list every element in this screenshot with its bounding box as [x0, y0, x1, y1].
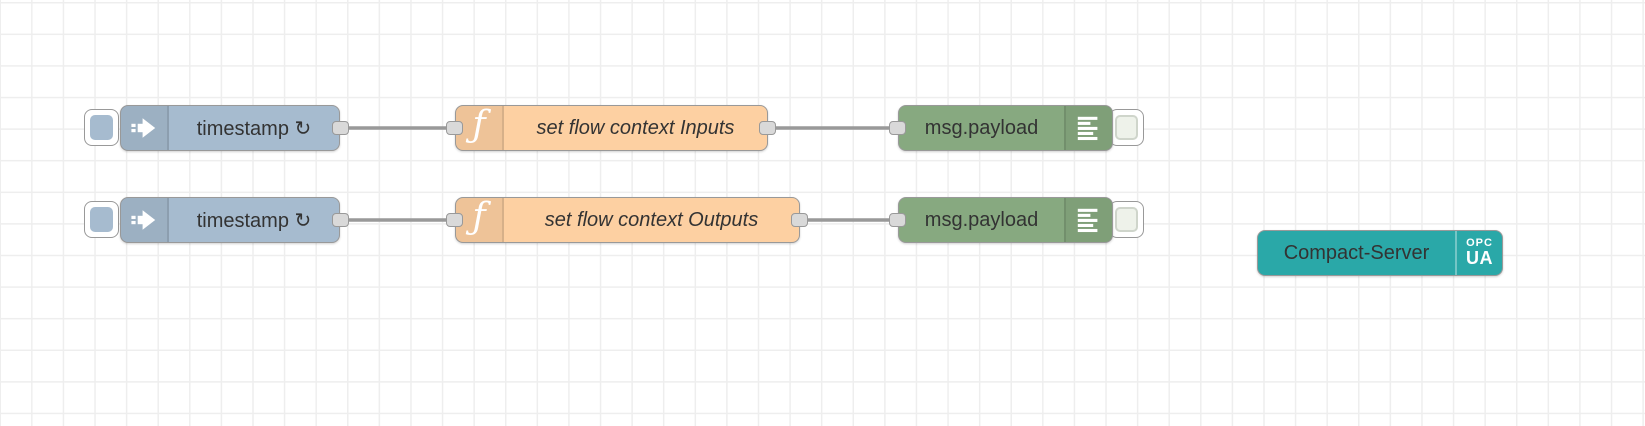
port-input-function-1[interactable] — [446, 121, 463, 135]
opcua-badge-icon: OPC UA — [1455, 231, 1502, 275]
debug-toggle-button[interactable] — [1109, 201, 1144, 238]
debug-toggle-button[interactable] — [1109, 109, 1144, 146]
port-input-function-2[interactable] — [446, 213, 463, 227]
debug-toggle-button-inner — [1115, 115, 1138, 140]
port-output-inject-2[interactable] — [332, 213, 349, 227]
node-inject-1[interactable]: timestamp ↻ — [120, 105, 340, 151]
node-label: timestamp ↻ — [196, 117, 312, 140]
inject-trigger-button-inner — [90, 115, 113, 140]
port-input-debug-2[interactable] — [889, 213, 906, 227]
node-function-2[interactable]: ƒ set flow context Outputs — [455, 197, 800, 243]
inject-arrow-icon — [121, 106, 169, 150]
node-label: msg.payload — [924, 208, 1039, 231]
inject-trigger-button[interactable] — [84, 109, 119, 146]
node-label: msg.payload — [924, 116, 1039, 139]
port-input-debug-1[interactable] — [889, 121, 906, 135]
inject-trigger-button-inner — [90, 207, 113, 232]
port-output-function-1[interactable] — [759, 121, 776, 135]
node-debug-2[interactable]: msg.payload — [898, 197, 1113, 243]
function-icon: ƒ — [456, 106, 504, 150]
port-output-inject-1[interactable] — [332, 121, 349, 135]
node-function-1[interactable]: ƒ set flow context Inputs — [455, 105, 768, 151]
node-label: set flow context Outputs — [544, 208, 759, 231]
debug-lines-icon — [1064, 106, 1112, 150]
node-label: set flow context Inputs — [536, 116, 735, 139]
node-label: Compact-Server — [1283, 241, 1430, 264]
function-icon: ƒ — [456, 198, 504, 242]
node-debug-1[interactable]: msg.payload — [898, 105, 1113, 151]
node-opcua-compact-server[interactable]: Compact-Server OPC UA — [1257, 230, 1503, 276]
inject-trigger-button[interactable] — [84, 201, 119, 238]
inject-arrow-icon — [121, 198, 169, 242]
node-inject-2[interactable]: timestamp ↻ — [120, 197, 340, 243]
node-label: timestamp ↻ — [196, 209, 312, 232]
debug-toggle-button-inner — [1115, 207, 1138, 232]
port-output-function-2[interactable] — [791, 213, 808, 227]
debug-lines-icon — [1064, 198, 1112, 242]
